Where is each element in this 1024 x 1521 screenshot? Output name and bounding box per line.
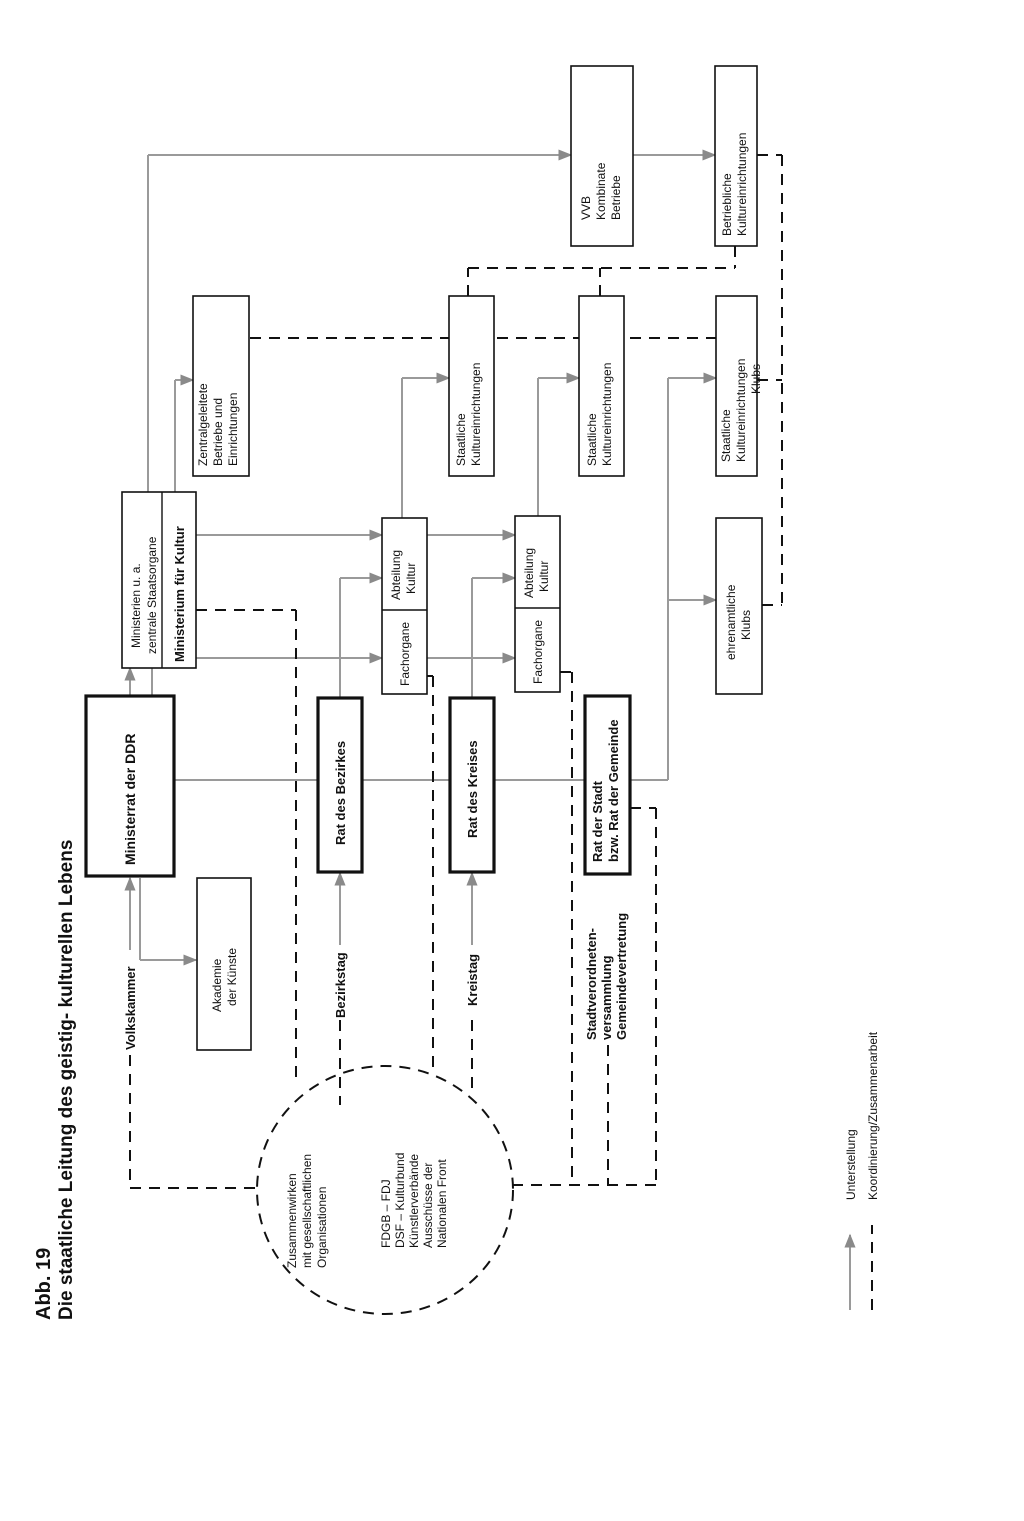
fachorgane-kreis-label: Fachorgane: [531, 620, 545, 684]
node-bezirkstag: Bezirkstag: [333, 952, 348, 1018]
ehren-label-2: Klubs: [739, 610, 753, 640]
volkskammer-label: Volkskammer: [123, 966, 138, 1050]
ministerium-kultur-label: Ministerium für Kultur: [172, 526, 187, 662]
node-rat-kreis: Rat des Kreises: [448, 696, 496, 874]
org-line-5: DSF – Kulturbund: [393, 1153, 407, 1248]
node-ministerien: Ministerien u. a. zentrale Staatsorgane …: [121, 491, 197, 669]
node-organisationen: Zusammenwirken mit gesellschaftlichen Or…: [256, 1065, 514, 1315]
staatl2-label-2: Kultureinrichtungen: [600, 363, 614, 466]
figure-heading: Die staatliche Leitung des geistig- kult…: [56, 840, 77, 1320]
vvb-label-3: Betriebe: [609, 175, 623, 220]
ministerien-label-1: Ministerien u. a.: [129, 563, 143, 648]
org-line-3: Organisationen: [315, 1187, 329, 1268]
vvb-label-2: Kombinate: [594, 162, 608, 220]
org-line-8: Nationalen Front: [435, 1159, 449, 1248]
abteilung-bezirk-label-1: Abteilung: [389, 550, 403, 600]
solid-connectors: [124, 149, 718, 966]
betr-label-1: Betriebliche: [720, 173, 734, 236]
staatl2-label-1: Staatliche: [585, 413, 599, 466]
fachorgane-bezirk-label: Fachorgane: [398, 622, 412, 686]
vvb-label-1: VVB: [579, 196, 593, 220]
betr-label-2: Kultureinrichtungen: [735, 133, 749, 236]
bezirkstag-label: Bezirkstag: [333, 952, 348, 1018]
org-line-4: FDGB – FDJ: [379, 1179, 393, 1248]
ministerien-label-2: zentrale Staatsorgane: [145, 536, 159, 654]
stadtv-label-1: Stadtverordneten-: [584, 928, 599, 1040]
abteilung-bezirk-label-2: Kultur: [404, 563, 418, 594]
org-line-2: mit gesellschaftlichen: [300, 1154, 314, 1268]
node-betriebliche-kultur: Betriebliche Kultureinrichtungen: [714, 65, 758, 247]
zentral-label-3: Einrichtungen: [226, 393, 240, 466]
node-akademie: Akademie der Künste: [196, 877, 252, 1051]
node-fachorgane-kreis: Fachorgane Abteilung Kultur: [514, 515, 561, 693]
node-staatliche-kultur-2: Staatliche Kultureinrichtungen: [578, 295, 625, 477]
staatl1-label-2: Kultureinrichtungen: [469, 363, 483, 466]
node-ehrenamtliche-klubs: ehrenamtliche Klubs: [715, 517, 763, 695]
node-volkskammer: Volkskammer: [123, 966, 138, 1050]
staatl3-label-3: Klubs: [749, 364, 763, 394]
ehren-label-1: ehrenamtliche: [724, 584, 738, 660]
rat-stadt-label-1: Rat der Stadt: [590, 780, 605, 862]
org-line-6: Künstlerverbände: [407, 1154, 421, 1248]
rat-stadt-label-2: bzw. Rat der Gemeinde: [606, 719, 621, 862]
node-fachorgane-bezirk: Fachorgane Abteilung Kultur: [381, 517, 428, 695]
rat-kreis-label: Rat des Kreises: [465, 740, 480, 838]
staatl3-label-2: Kultureinrichtungen: [734, 359, 748, 462]
zentral-label-2: Betriebe und: [211, 398, 225, 466]
figure-title: Abb. 19 Die staatliche Leitung des geist…: [33, 840, 77, 1320]
node-kreistag: Kreistag: [465, 954, 480, 1006]
node-rat-stadt: Rat der Stadt bzw. Rat der Gemeinde: [583, 694, 632, 876]
legend: Unterstellung Koordinierung/Zusammenarbe…: [844, 1031, 880, 1310]
abteilung-kreis-label-1: Abteilung: [522, 548, 536, 598]
stadtv-label-3: Gemeindevertretung: [614, 913, 629, 1040]
ministerrat-label: Ministerrat der DDR: [122, 734, 138, 865]
akademie-label-2: der Künste: [225, 948, 239, 1006]
node-zentralgeleitete: Zentralgeleitete Betriebe und Einrichtun…: [192, 295, 250, 477]
dashed-connectors: [129, 154, 783, 1189]
node-staatliche-kultur-3: Staatliche Kultureinrichtungen Klubs: [715, 295, 763, 477]
node-rat-bezirk: Rat des Bezirkes: [316, 696, 364, 874]
legend-dashed-label: Koordinierung/Zusammenarbeit: [866, 1031, 880, 1200]
node-vvb: VVB Kombinate Betriebe: [570, 65, 634, 247]
staatl3-label-1: Staatliche: [719, 409, 733, 462]
zentral-label-1: Zentralgeleitete: [196, 383, 210, 466]
node-stadtverordneten: Stadtverordneten- versammlung Gemeindeve…: [584, 913, 629, 1040]
stadtv-label-2: versammlung: [599, 955, 614, 1040]
figure-number: Abb. 19: [33, 1248, 55, 1320]
abteilung-kreis-label-2: Kultur: [537, 561, 551, 592]
kreistag-label: Kreistag: [465, 954, 480, 1006]
org-line-7: Ausschüsse der: [421, 1163, 435, 1248]
node-ministerrat: Ministerrat der DDR: [84, 694, 176, 878]
legend-solid-label: Unterstellung: [844, 1129, 858, 1200]
akademie-label-1: Akademie: [210, 958, 224, 1012]
staatl1-label-1: Staatliche: [454, 413, 468, 466]
node-staatliche-kultur-1: Staatliche Kultureinrichtungen: [448, 295, 495, 477]
rat-bezirk-label: Rat des Bezirkes: [333, 741, 348, 845]
org-line-1: Zusammenwirken: [285, 1173, 299, 1268]
